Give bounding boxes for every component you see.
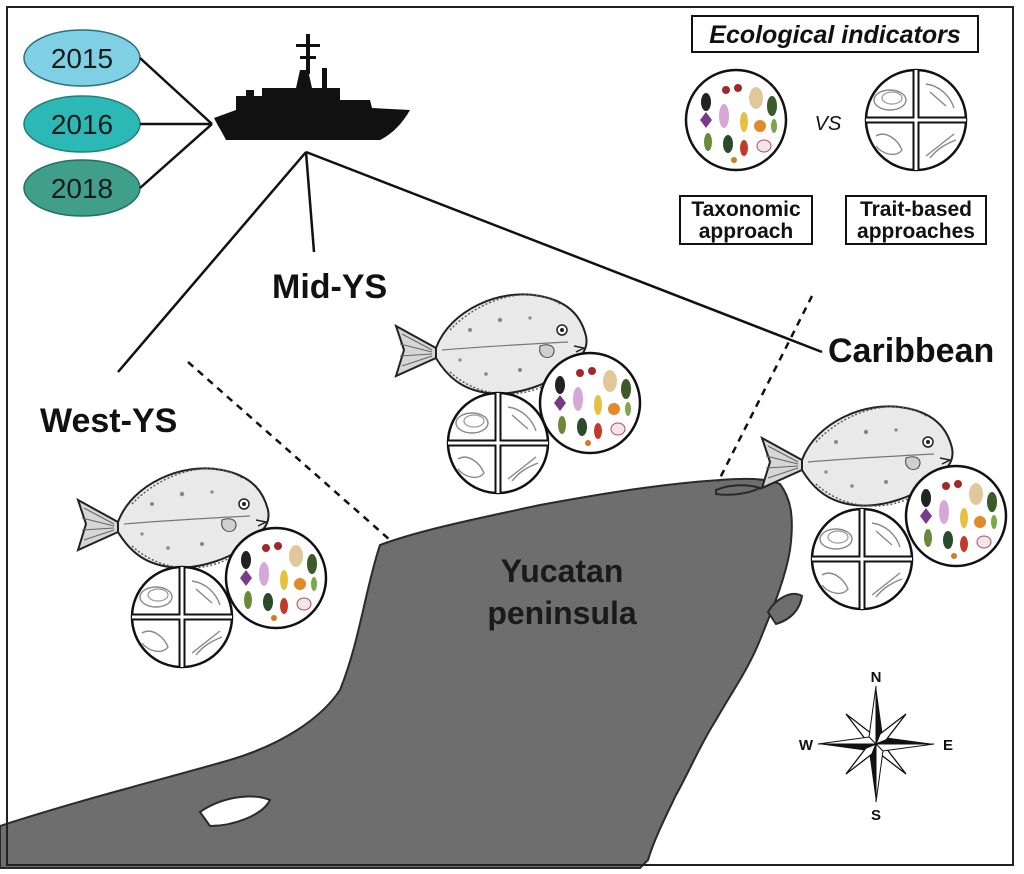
trait-approach-box	[845, 195, 987, 245]
year-connectors	[139, 57, 213, 189]
mid-ys-group	[395, 293, 642, 493]
ship-to-region-lines	[117, 150, 823, 373]
compass-south: S	[871, 807, 881, 824]
research-vessel-icon	[214, 34, 410, 140]
year-oval-2015: 2015	[23, 29, 141, 87]
indicators-title: Ecological indicators	[709, 21, 961, 49]
land-label-line1: Yucatan	[501, 553, 624, 589]
compass-west: W	[799, 737, 814, 754]
taxonomic-approach-line2: approach	[699, 220, 794, 243]
trait-circle-icon	[866, 70, 966, 170]
region-label-mid: Mid-YS	[272, 268, 387, 306]
indicators-title-box	[691, 15, 979, 53]
west-ys-group	[77, 467, 328, 667]
cozumel-island	[766, 593, 804, 626]
year-label-2016: 2016	[51, 109, 113, 140]
trait-circle-icon	[812, 509, 912, 609]
trait-approach-line1: Trait-based	[860, 198, 972, 221]
lagoon	[198, 795, 272, 828]
region-label-west: West-YS	[40, 402, 177, 440]
taxonomic-circle-icon	[538, 351, 642, 455]
taxonomic-approach-line1: Taxonomic	[691, 198, 801, 221]
vs-label: VS	[815, 113, 842, 135]
trait-approach-line2: approaches	[857, 220, 975, 243]
holbox-island	[715, 484, 763, 496]
year-oval-2018: 2018	[23, 159, 141, 217]
mid-caribbean-boundary	[716, 295, 814, 483]
compass-north: N	[871, 669, 882, 686]
compass-rose-icon: N S E W	[799, 669, 953, 824]
west-mid-boundary	[187, 361, 391, 541]
year-label-2018: 2018	[51, 173, 113, 204]
taxonomic-circle-icon	[904, 464, 1008, 568]
compass-east: E	[943, 737, 953, 754]
caribbean-group	[761, 405, 1008, 609]
taxonomic-approach-box	[679, 195, 813, 245]
taxonomic-circle-icon	[684, 68, 788, 172]
trait-circle-icon	[132, 567, 232, 667]
year-oval-2016: 2016	[23, 95, 141, 153]
land-label-line2: peninsula	[487, 595, 637, 631]
year-label-2015: 2015	[51, 43, 113, 74]
ecological-indicators-panel: Ecological indicators VS Taxonomic appro…	[679, 15, 987, 245]
trait-circle-icon	[448, 393, 548, 493]
region-label-caribbean: Caribbean	[828, 332, 994, 370]
yucatan-land	[0, 477, 793, 869]
taxonomic-circle-icon	[224, 526, 328, 630]
